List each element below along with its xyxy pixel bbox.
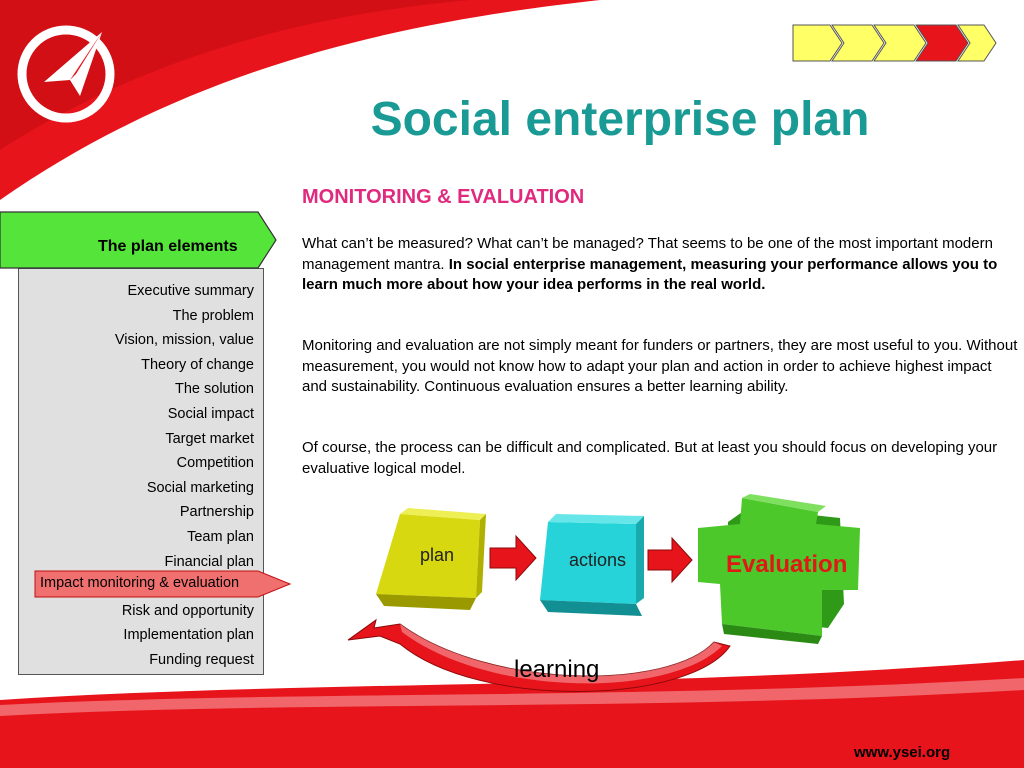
progress-step-1 (792, 24, 843, 62)
progress-step-5 (957, 24, 997, 62)
active-item-highlight (34, 570, 292, 598)
sidebar-header-arrow (0, 211, 277, 269)
plan-box (376, 508, 486, 610)
actions-label: actions (569, 550, 627, 570)
evaluation-label: Evaluation (726, 551, 848, 578)
sidebar-item-implementation-plan[interactable]: Implementation plan (123, 627, 254, 644)
sidebar-item-vision-mission-value[interactable]: Vision, mission, value (114, 332, 254, 349)
paragraph-1: What can’t be measured? What can’t be ma… (302, 234, 1018, 296)
page-title: Social enterprise plan (370, 93, 870, 146)
sidebar-item-executive-summary[interactable]: Executive summary (127, 283, 254, 299)
sidebar-item-social-impact[interactable]: Social impact (167, 405, 254, 422)
sidebar-item-social-marketing[interactable]: Social marketing (146, 479, 254, 496)
progress-chevrons (792, 24, 997, 62)
ysei-logo-icon (17, 25, 115, 123)
sidebar-item-target-market[interactable]: Target market (165, 430, 254, 447)
actions-box (540, 514, 644, 616)
paragraph-1-bold: In social enterprise management, measuri… (302, 255, 998, 294)
evaluation-block (698, 494, 860, 644)
progress-step-2 (831, 24, 885, 62)
sidebar-item-financial-plan[interactable]: Financial plan (164, 553, 254, 570)
sidebar-item-team-plan[interactable]: Team plan (187, 528, 254, 545)
sidebar-item-theory-of-change[interactable]: Theory of change (141, 356, 254, 373)
sidebar-item-risk-and-opportunity[interactable]: Risk and opportunity (121, 602, 254, 619)
paragraph-3: Of course, the process can be difficult … (302, 439, 998, 477)
plan-label: plan (420, 545, 455, 565)
learning-arrow (347, 618, 731, 692)
sidebar-header-label: The plan elements (98, 238, 238, 255)
paragraph-2: Monitoring and evaluation are not simply… (302, 337, 1018, 395)
progress-step-4 (915, 24, 969, 62)
sidebar-item-the-problem[interactable]: The problem (172, 307, 254, 324)
learning-label: learning (514, 656, 600, 683)
sidebar-item-partnership[interactable]: Partnership (179, 504, 254, 521)
arrow-actions-to-evaluation (647, 536, 693, 584)
paragraph-1-text: What can’t be measured? What can’t be ma… (302, 235, 993, 273)
monitoring-cycle-diagram (347, 494, 860, 692)
sidebar-item-impact-monitoring-evaluation[interactable]: Impact monitoring & evaluation (40, 575, 240, 591)
sidebar-item-funding-request[interactable]: Funding request (149, 651, 254, 668)
section-heading: MONITORING & EVALUATION (302, 186, 585, 208)
sidebar-item-the-solution[interactable]: The solution (175, 381, 254, 398)
website-link[interactable]: www.ysei.org (854, 744, 951, 761)
sidebar-item-competition[interactable]: Competition (176, 455, 254, 472)
arrow-plan-to-actions (489, 534, 537, 582)
plan-elements-list: Executive summary The problem Vision, mi… (18, 279, 254, 673)
progress-step-3 (873, 24, 927, 62)
